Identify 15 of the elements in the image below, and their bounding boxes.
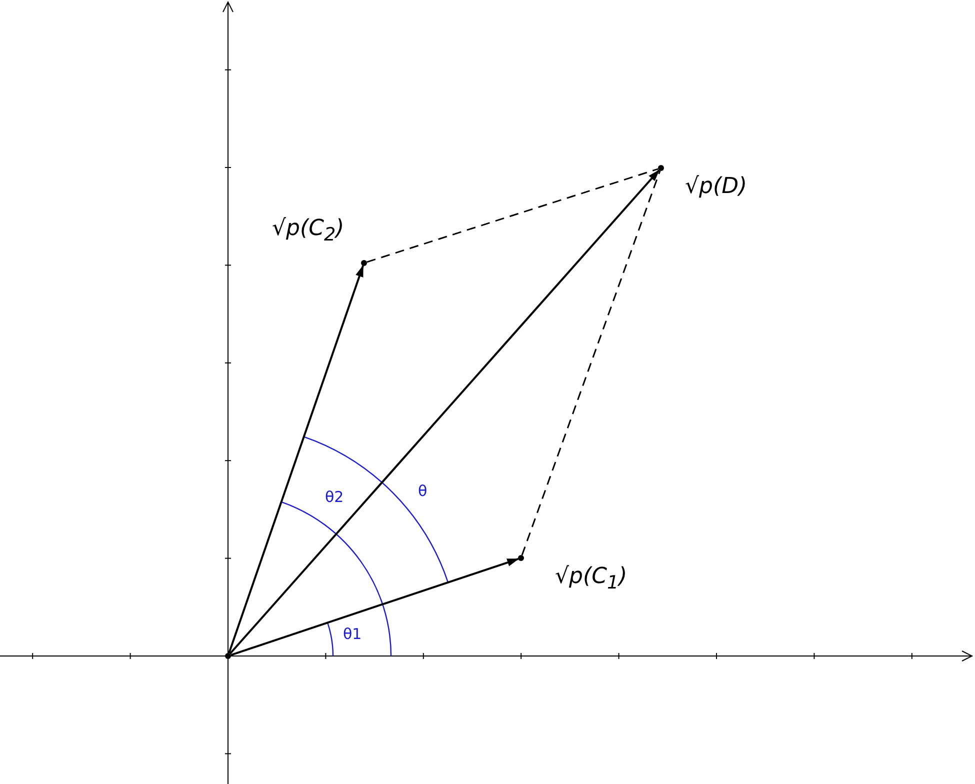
vector-label: √p(D) bbox=[685, 176, 748, 198]
vector-tip bbox=[658, 165, 664, 171]
vector-label: √p(C$_{2}$) bbox=[272, 218, 344, 245]
vector-tip bbox=[518, 555, 524, 561]
vector-arrow bbox=[228, 264, 364, 654]
dashed-line bbox=[366, 168, 658, 263]
angle-label: θ1 bbox=[343, 627, 362, 642]
vector-label: √p(C$_{1}$) bbox=[555, 566, 628, 593]
vector-arrow bbox=[230, 558, 520, 656]
vector-arrow bbox=[229, 170, 660, 654]
origin-point bbox=[225, 653, 231, 659]
dashed-line bbox=[521, 170, 661, 556]
angle-label: θ bbox=[418, 484, 428, 499]
angle-label: θ2 bbox=[325, 490, 344, 505]
vector-tip bbox=[361, 260, 367, 266]
